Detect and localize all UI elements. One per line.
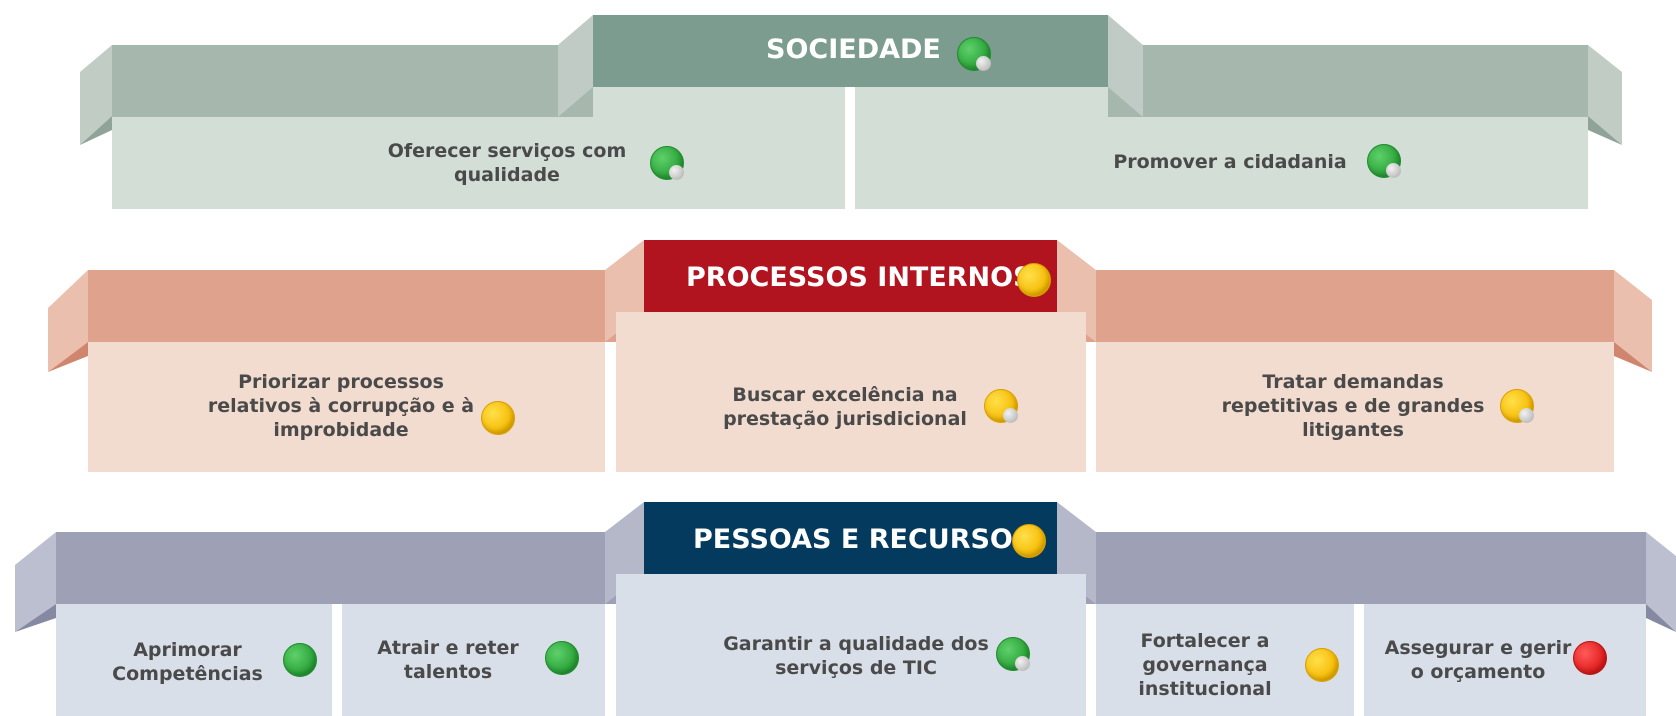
- processos-card-3-label: Tratar demandas repetitivas e de grandes…: [1221, 371, 1485, 441]
- processos-header-bar: [644, 240, 1057, 312]
- sociedade-card-1-label: Oferecer serviços com qualidade: [387, 140, 627, 186]
- pessoas-card-2-status-icon: [545, 641, 579, 675]
- sociedade-band: [80, 15, 1622, 145]
- processos-card-1-bg: [88, 342, 605, 472]
- processos-card-2-label: Buscar excelência na prestação jurisdici…: [723, 384, 967, 430]
- sociedade-card-1-bg: [112, 117, 845, 209]
- sociedade-card-2-status-icon: [1367, 144, 1401, 178]
- pessoas-card-2-label: Atrair e reter talentos: [377, 637, 519, 683]
- sociedade-header-bar: [593, 15, 1108, 87]
- pessoas-header-bar: [644, 502, 1057, 574]
- processos-title: PROCESSOS INTERNOS: [686, 262, 1033, 293]
- pessoas-card-5-label: Assegurar e gerir o orçamento: [1384, 637, 1572, 683]
- sociedade-status-icon: [957, 37, 991, 71]
- sociedade-card-2-label: Promover a cidadania: [1113, 151, 1347, 173]
- pessoas-card-1-label: Aprimorar Competências: [112, 639, 263, 685]
- processos-card-3-status-icon: [1500, 389, 1534, 423]
- pessoas-card-4-status-icon: [1305, 648, 1339, 682]
- processos-status-icon: [1017, 263, 1051, 297]
- processos-card-2-status-icon: [984, 389, 1018, 423]
- processos-card-1-label: Priorizar processos relativos à corrupçã…: [207, 371, 475, 441]
- pessoas-card-1-status-icon: [283, 643, 317, 677]
- sociedade-title: SOCIEDADE: [766, 34, 941, 65]
- pessoas-card-3-label: Garantir a qualidade dos serviços de TIC: [723, 633, 989, 679]
- sociedade-card-2-bg: [855, 117, 1588, 209]
- processos-card-1-status-icon: [481, 401, 515, 435]
- sociedade-card-1-status-icon: [650, 146, 684, 180]
- pessoas-card-3-status-icon: [996, 637, 1030, 671]
- pessoas-card-5-status-icon: [1573, 641, 1607, 675]
- pessoas-status-icon: [1012, 524, 1046, 558]
- pessoas-card-4-label: Fortalecer a governança institucional: [1138, 630, 1272, 700]
- pessoas-title: PESSOAS E RECURSOS: [693, 524, 1033, 555]
